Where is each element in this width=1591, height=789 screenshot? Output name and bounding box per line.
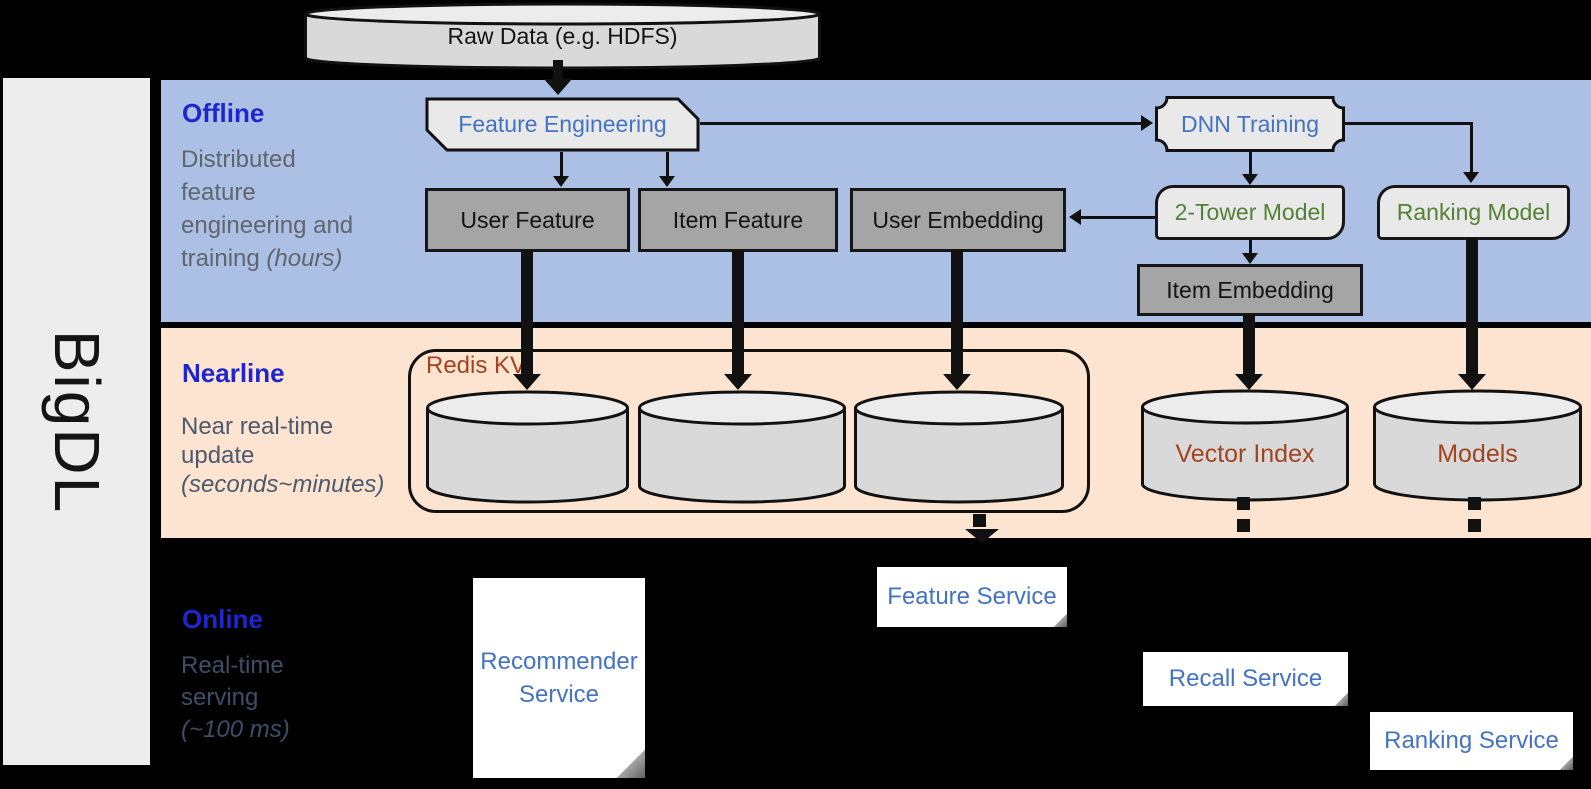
online-band-title: Online [182, 604, 263, 634]
recommender-service-document: Recommender Service [473, 578, 645, 778]
raw-data-cylinder [304, 2, 821, 70]
nearline-desc-line3: (seconds~minutes) [181, 470, 384, 499]
online-desc-line3: (~100 ms) [181, 714, 290, 746]
dnn-training-shape [1155, 96, 1345, 152]
feature-service-node: Feature Service [877, 567, 1067, 627]
arrowhead [1235, 374, 1263, 390]
redis-cylinder-2 [638, 390, 846, 504]
vector-index-cylinder [1141, 389, 1349, 502]
offline-band-description: Distributed feature engineering and trai… [181, 143, 353, 275]
offline-desc-line3: engineering and [181, 212, 354, 239]
offline-desc-italic: (hours) [266, 245, 343, 272]
nearline-desc-line2: update [181, 442, 255, 469]
online-desc-line2: serving [181, 684, 259, 711]
dashed-link-vector-index-to-recall [1237, 519, 1250, 532]
arrow-user-feature-to-redis [521, 250, 533, 374]
nearline-desc-line1: Near real-time [181, 413, 334, 440]
arrowhead [965, 529, 999, 543]
arrowhead [1242, 253, 1258, 264]
arrowhead [1242, 174, 1258, 185]
arrow-item-embedding-to-vector-index [1243, 314, 1255, 374]
arrowhead [1069, 209, 1081, 225]
arrowhead [553, 176, 569, 187]
arrow-user-embedding-to-redis [951, 250, 963, 374]
arrowhead [943, 374, 971, 390]
item-embedding-node: Item Embedding [1137, 264, 1363, 316]
arrow-fe-to-item-feature [666, 152, 669, 178]
arrow-dnn-to-two-tower [1249, 152, 1252, 176]
recall-service-label: Recall Service [1168, 665, 1323, 692]
nearline-band-title: Nearline [182, 358, 285, 388]
feature-engineering-shape [425, 97, 700, 152]
online-band-description: Real-time serving (~100 ms) [181, 650, 290, 746]
feature-service-label: Feature Service [887, 583, 1057, 610]
redis-cylinder-3 [854, 390, 1064, 504]
ranking-service-card [1370, 712, 1573, 770]
arrow-ranking-model-to-models [1466, 238, 1478, 374]
arrow-rawdata-to-feature-engineering [553, 60, 563, 80]
arrow-dnn-to-ranking-model-h [1345, 122, 1473, 125]
offline-desc-line2: feature [181, 179, 256, 206]
online-desc-line1: Real-time [181, 652, 284, 679]
arrowhead [1458, 374, 1486, 390]
arrow-fe-to-user-feature [560, 152, 563, 178]
dashed-arrow-redis-to-feature-service [973, 514, 986, 527]
arrowhead [659, 176, 675, 187]
redis-kv-label: Redis KV [426, 352, 527, 379]
arrow-dnn-to-ranking-model-v [1470, 122, 1473, 174]
arrowhead [513, 374, 541, 390]
recommender-service-text: Recommender Service [480, 648, 638, 708]
feature-service-card [877, 567, 1067, 627]
bigdl-sidebar: BigDL [3, 78, 150, 765]
online-desc-italic: (~100 ms) [181, 716, 290, 743]
redis-kv-container [408, 349, 1090, 513]
arrowhead [544, 79, 572, 95]
offline-desc-line1: Distributed [181, 146, 296, 173]
nearline-desc-italic: (seconds~minutes) [181, 471, 385, 498]
user-feature-node: User Feature [425, 188, 630, 252]
nearline-band-description: Near real-time update (seconds~minutes) [181, 412, 384, 499]
redis-cylinder-1 [426, 390, 629, 504]
arrow-two-tower-to-user-embedding [1080, 216, 1155, 219]
models-cylinder [1373, 389, 1582, 502]
ranking-model-node: Ranking Model [1377, 185, 1570, 240]
dashed-link-vector-index-to-recall [1237, 497, 1250, 510]
recall-service-card [1143, 652, 1348, 706]
item-feature-node: Item Feature [638, 188, 838, 252]
arrowhead [1141, 115, 1153, 131]
ranking-service-node: Ranking Service [1370, 712, 1573, 770]
arrow-two-tower-to-item-embedding [1249, 240, 1252, 254]
recall-service-node: Recall Service [1143, 652, 1348, 706]
ranking-service-label: Ranking Service [1384, 727, 1559, 754]
arrowhead [724, 374, 752, 390]
offline-band-title: Offline [182, 98, 265, 128]
offline-desc-line4: training (hours) [181, 242, 353, 275]
offline-desc-plain: training [181, 245, 267, 272]
two-tower-model-node: 2-Tower Model [1155, 185, 1345, 240]
dashed-link-models-to-ranking [1468, 519, 1481, 532]
user-embedding-node: User Embedding [850, 188, 1066, 252]
bigdl-logo-text: BigDL [40, 329, 113, 514]
arrow-fe-to-dnn-training [700, 122, 1143, 125]
recommender-service-page [473, 578, 645, 778]
recommender-service-label: Recommender Service [473, 578, 645, 778]
arrow-item-feature-to-redis [732, 250, 744, 374]
dashed-link-models-to-ranking [1468, 497, 1481, 510]
arrowhead [1463, 172, 1479, 183]
